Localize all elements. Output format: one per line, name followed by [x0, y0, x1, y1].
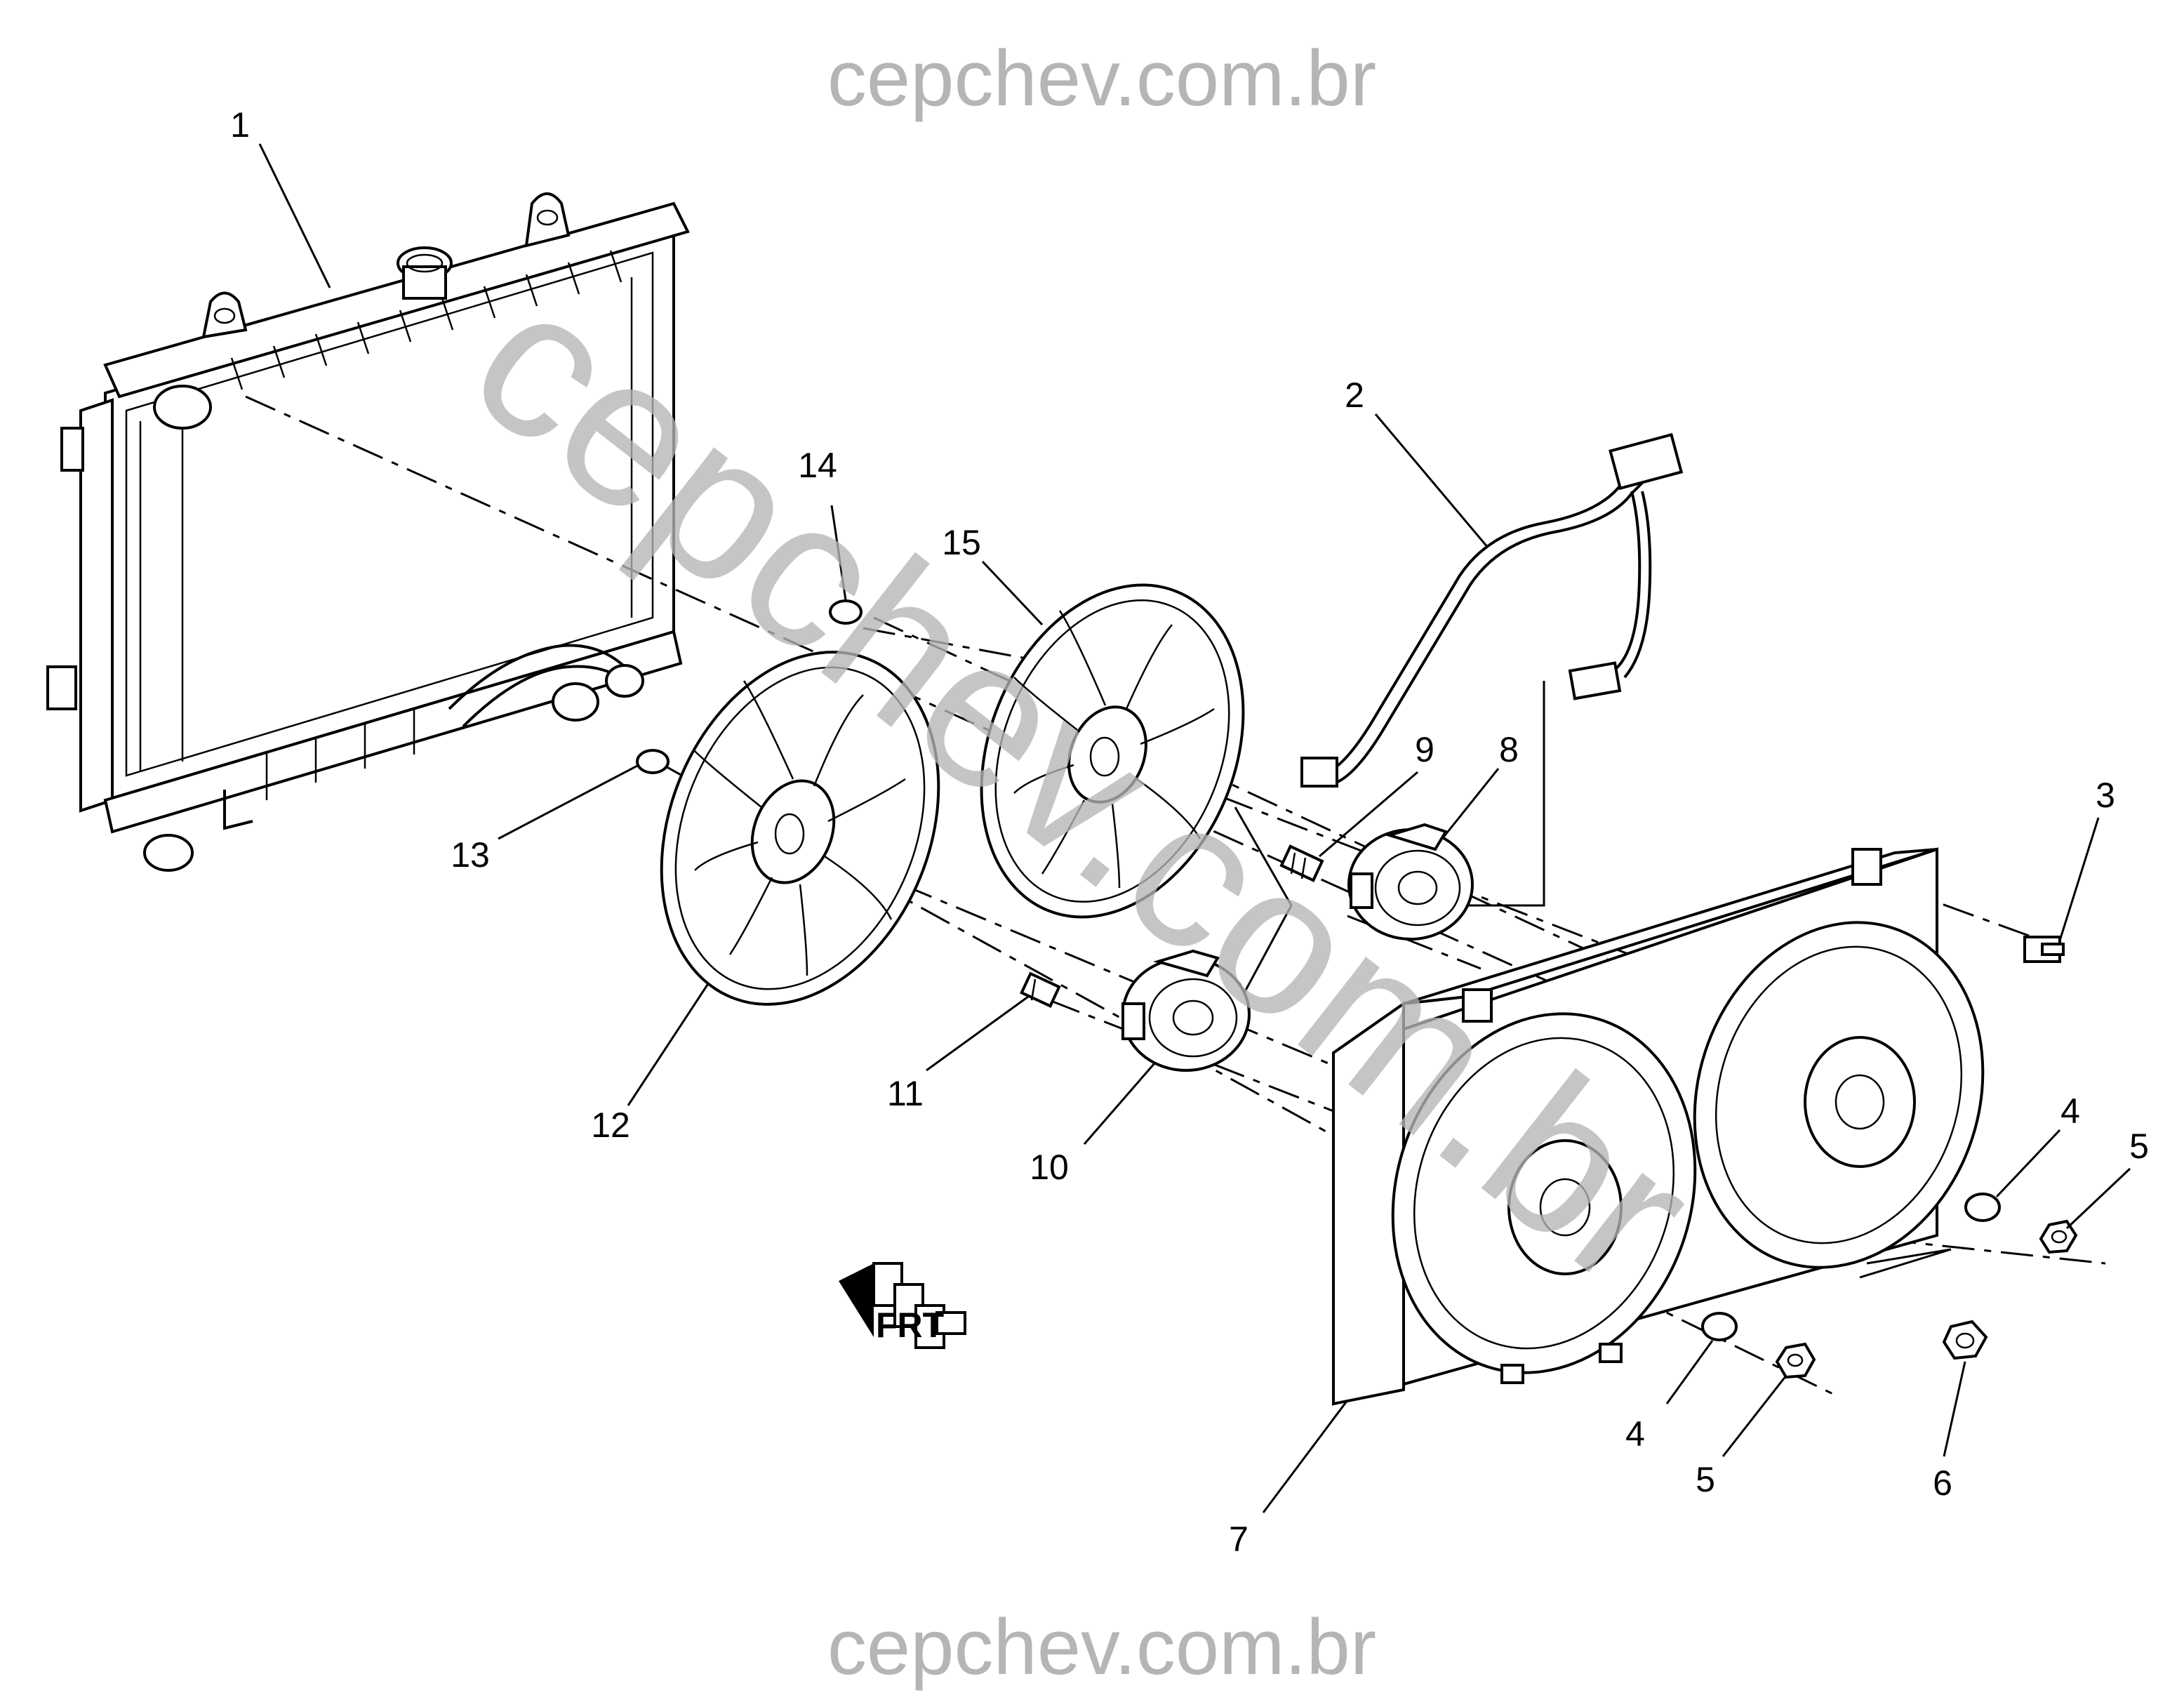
nut-5-upper [2039, 1219, 2078, 1254]
callout-14: 14 [798, 446, 837, 485]
watermark-bottom: cepchev.com.br [827, 1603, 1376, 1691]
bolt-9 [1279, 844, 1324, 882]
bolt-6 [1942, 1320, 1988, 1360]
grommet-14 [829, 599, 863, 625]
watermark-top: cepchev.com.br [827, 34, 1376, 122]
front-label: FRT [876, 1306, 944, 1345]
wiring-harness [1300, 432, 1684, 788]
callout-7: 7 [1229, 1520, 1249, 1559]
motor-10 [1121, 949, 1251, 1072]
callout-10: 10 [1030, 1148, 1069, 1187]
callout-8: 8 [1499, 730, 1519, 769]
front-direction-arrow-icon [839, 1262, 966, 1349]
bolt-11 [1020, 971, 1061, 1008]
washer-4-upper [1964, 1193, 2001, 1222]
callout-4-lower: 4 [1625, 1414, 1645, 1454]
callout-5-upper: 5 [2129, 1127, 2149, 1166]
fan-12 [660, 651, 940, 1006]
callout-1: 1 [230, 105, 250, 145]
watermark-diagonal: cepchev.com.br [431, 239, 1736, 1331]
callout-11: 11 [887, 1074, 924, 1113]
callout-15: 15 [942, 523, 981, 562]
radiator [46, 192, 690, 872]
callout-4-upper: 4 [2060, 1091, 2080, 1131]
fan-15 [980, 583, 1245, 919]
callout-13: 13 [451, 835, 490, 875]
motor-8 [1347, 823, 1474, 941]
clip-3 [2023, 936, 2065, 963]
callout-2: 2 [1345, 376, 1364, 415]
callout-9: 9 [1415, 730, 1434, 769]
grommet-13 [636, 749, 670, 774]
leader-lines [258, 143, 2131, 1513]
fan-shroud [1332, 847, 1985, 1406]
callout-6: 6 [1933, 1463, 1952, 1503]
callout-5-lower: 5 [1696, 1460, 1715, 1499]
washer-4-lower [1701, 1312, 1738, 1341]
callout-3: 3 [2096, 776, 2115, 815]
nut-5-lower [1775, 1342, 1816, 1379]
callout-12: 12 [591, 1105, 630, 1145]
